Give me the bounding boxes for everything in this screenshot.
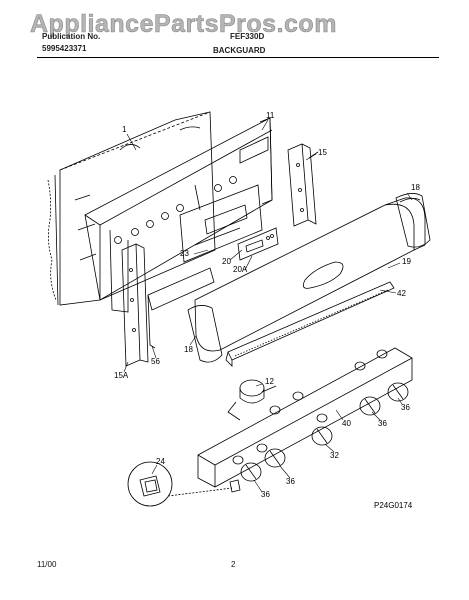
indicator-light-part-24 bbox=[127, 461, 241, 507]
knob-part-32 bbox=[311, 426, 333, 446]
label-part-23: 23 bbox=[180, 249, 189, 258]
clock-housing-part-23 bbox=[179, 184, 263, 263]
trim-part-56 bbox=[147, 267, 215, 349]
label-part-1: 1 bbox=[122, 125, 127, 134]
label-part-36-b: 36 bbox=[378, 419, 387, 428]
label-part-20a: 20A bbox=[233, 265, 248, 274]
label-part-11: 11 bbox=[266, 111, 275, 120]
label-part-15: 15 bbox=[318, 148, 327, 157]
header-rule bbox=[37, 57, 439, 58]
trim-strip-part-42 bbox=[225, 281, 395, 367]
back-panel-part-1 bbox=[47, 111, 216, 306]
label-part-18-bottom: 18 bbox=[184, 345, 193, 354]
diagram-code: P24G0174 bbox=[374, 501, 413, 510]
knob-part-36-b bbox=[359, 396, 381, 416]
bracket-part-15a bbox=[121, 243, 149, 367]
label-part-36-d: 36 bbox=[261, 490, 270, 499]
knob-part-36-c bbox=[264, 448, 286, 468]
label-part-12: 12 bbox=[265, 377, 274, 386]
knob-part-36-a bbox=[387, 382, 409, 402]
label-part-32: 32 bbox=[330, 451, 339, 460]
watermark-logo: AppliancePartsPros.com bbox=[30, 10, 337, 39]
label-part-40: 40 bbox=[342, 419, 351, 428]
section-title: BACKGUARD bbox=[213, 46, 266, 55]
bracket-part-15 bbox=[287, 143, 319, 227]
footer-page-number: 2 bbox=[231, 560, 236, 569]
backguard-housing-part-11 bbox=[84, 117, 273, 313]
label-part-36-a: 36 bbox=[401, 403, 410, 412]
label-part-42: 42 bbox=[397, 289, 406, 298]
model-number: FEF330D bbox=[230, 32, 265, 41]
footer-date: 11/00 bbox=[37, 560, 57, 569]
publication-label: Publication No. bbox=[42, 32, 101, 41]
switch-part-12 bbox=[227, 379, 277, 421]
backguard-panel-part-19 bbox=[194, 197, 426, 352]
clock-part-20 bbox=[237, 227, 279, 261]
label-part-36-c: 36 bbox=[286, 477, 295, 486]
label-part-20: 20 bbox=[222, 257, 231, 266]
end-cap-part-18-bottom bbox=[187, 305, 223, 363]
knob-part-36-d bbox=[240, 462, 262, 482]
publication-number: 5995423371 bbox=[42, 44, 87, 53]
label-part-19: 19 bbox=[402, 257, 411, 266]
label-part-56: 56 bbox=[151, 357, 160, 366]
control-panel-part-40 bbox=[197, 347, 413, 488]
label-part-15a: 15A bbox=[114, 371, 129, 380]
label-part-18-top: 18 bbox=[411, 183, 420, 192]
leader-lines bbox=[123, 119, 413, 493]
label-part-24: 24 bbox=[156, 457, 165, 466]
